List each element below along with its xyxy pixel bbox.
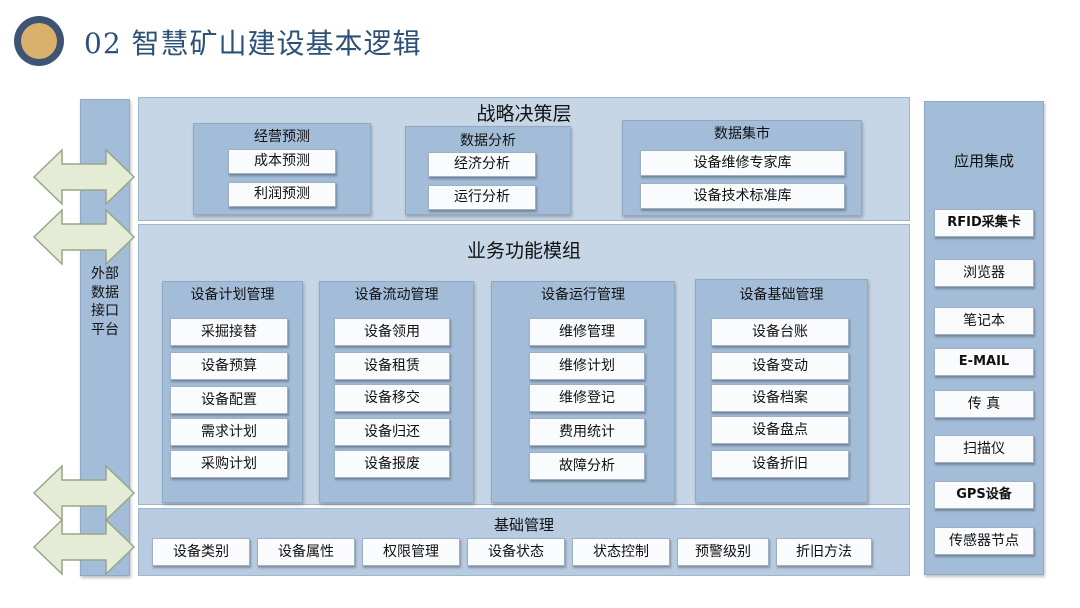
double-arrow-icon	[32, 464, 136, 522]
item-cost-statistics[interactable]: 费用统计	[529, 418, 645, 446]
group-title: 设备流动管理	[354, 287, 439, 303]
group-title: 数据分析	[460, 133, 516, 149]
item-equipment-return[interactable]: 设备归还	[334, 418, 450, 446]
item-mining-replacement[interactable]: 采掘接替	[170, 318, 288, 346]
page-title: 02 智慧矿山建设基本逻辑	[84, 27, 422, 60]
item-equipment-archive[interactable]: 设备档案	[711, 384, 849, 412]
item-equipment-config[interactable]: 设备配置	[170, 386, 288, 414]
item-equipment-change[interactable]: 设备变动	[711, 352, 849, 380]
item-equipment-transfer[interactable]: 设备移交	[334, 384, 450, 412]
double-arrow-icon	[32, 208, 136, 266]
group-title: 数据集市	[714, 126, 770, 142]
item-maintenance-mgmt[interactable]: 维修管理	[529, 318, 645, 346]
app-integration-title: 应用集成	[953, 152, 1014, 170]
app-gps-device[interactable]: GPS设备	[934, 481, 1034, 509]
business-layer-title: 业务功能模组	[466, 240, 581, 262]
item-equipment-status[interactable]: 设备状态	[467, 538, 565, 566]
item-equipment-lease[interactable]: 设备租赁	[334, 352, 450, 380]
item-status-control[interactable]: 状态控制	[572, 538, 670, 566]
item-fault-analysis[interactable]: 故障分析	[529, 452, 645, 480]
app-sensor-node[interactable]: 传感器节点	[934, 527, 1034, 555]
item-profit-forecast[interactable]: 利润预测	[228, 182, 336, 207]
app-browser[interactable]: 浏览器	[934, 259, 1034, 287]
double-arrow-icon	[32, 148, 136, 206]
item-demand-plan[interactable]: 需求计划	[170, 418, 288, 446]
item-purchase-plan[interactable]: 采购计划	[170, 450, 288, 478]
item-equipment-scrap[interactable]: 设备报废	[334, 450, 450, 478]
app-fax[interactable]: 传 真	[934, 390, 1034, 418]
item-cost-forecast[interactable]: 成本预测	[228, 149, 336, 174]
group-title: 设备运行管理	[541, 287, 625, 303]
item-equipment-depreciation[interactable]: 设备折旧	[711, 450, 849, 478]
item-equipment-ledger[interactable]: 设备台账	[711, 318, 849, 346]
base-layer-title: 基础管理	[493, 516, 554, 534]
item-equipment-attribute[interactable]: 设备属性	[257, 538, 355, 566]
item-equipment-budget[interactable]: 设备预算	[170, 352, 288, 380]
item-maintenance-register[interactable]: 维修登记	[529, 384, 645, 412]
item-equipment-requisition[interactable]: 设备领用	[334, 318, 450, 346]
item-depreciation-method[interactable]: 折旧方法	[776, 538, 872, 566]
item-maintenance-expert-db[interactable]: 设备维修专家库	[640, 150, 845, 176]
item-equipment-category[interactable]: 设备类别	[152, 538, 250, 566]
group-title: 经营预测	[254, 129, 310, 145]
item-operation-analysis[interactable]: 运行分析	[428, 185, 536, 210]
header-circle-inner	[21, 23, 57, 59]
group-title: 设备基础管理	[739, 287, 824, 303]
app-scanner[interactable]: 扫描仪	[934, 435, 1034, 463]
double-arrow-icon	[32, 518, 136, 576]
app-laptop[interactable]: 笔记本	[934, 307, 1034, 335]
app-email[interactable]: E-MAIL	[934, 348, 1034, 376]
external-interface-label: 外部数据接口平台	[91, 266, 119, 338]
group-title: 设备计划管理	[190, 287, 275, 303]
item-equipment-inventory[interactable]: 设备盘点	[711, 416, 849, 444]
item-economic-analysis[interactable]: 经济分析	[428, 152, 536, 177]
item-tech-standard-db[interactable]: 设备技术标准库	[640, 183, 845, 209]
item-alert-level[interactable]: 预警级别	[677, 538, 769, 566]
strategy-layer-title: 战略决策层	[476, 103, 572, 125]
app-rfid-card[interactable]: RFID采集卡	[934, 209, 1034, 237]
item-maintenance-plan[interactable]: 维修计划	[529, 352, 645, 380]
item-permission-mgmt[interactable]: 权限管理	[362, 538, 460, 566]
